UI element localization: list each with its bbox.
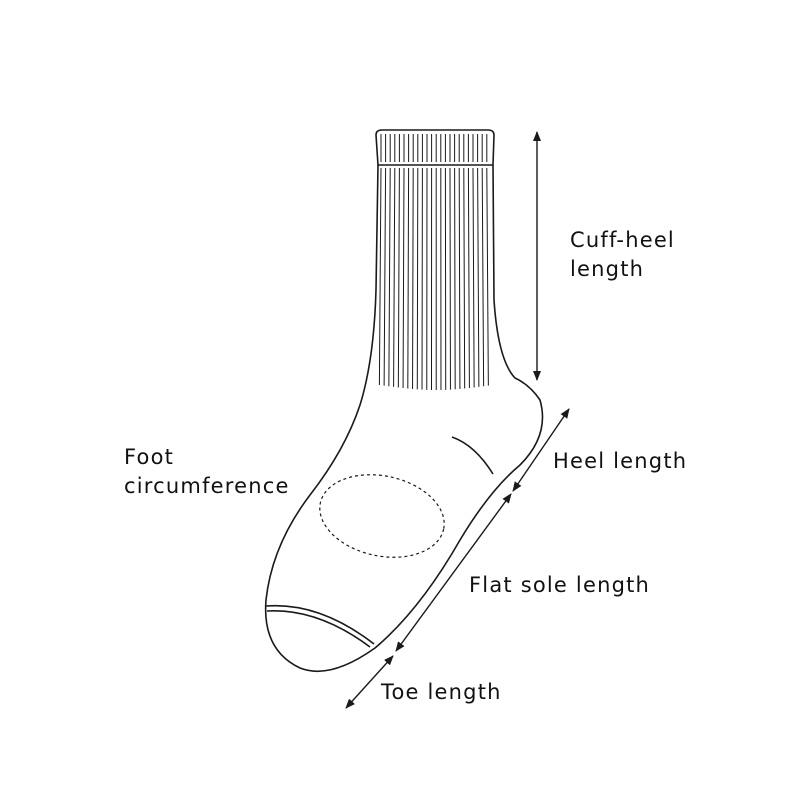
foot-circumference-label: Foot circumference — [124, 443, 290, 501]
cuff-heel-length-label: Cuff-heel length — [570, 226, 675, 284]
label-line: Foot — [124, 445, 175, 469]
heel-length-arrow — [512, 408, 570, 492]
flat-sole-length-label: Flat sole length — [469, 573, 651, 597]
label-line: Cuff-heel — [570, 228, 675, 252]
sock-cuff — [375, 129, 495, 166]
cuff-ribs — [378, 134, 489, 390]
sock-outline — [264, 164, 544, 673]
label-line: circumference — [124, 474, 290, 498]
toe-length-arrow — [345, 655, 394, 709]
heel-seam — [451, 436, 494, 475]
flat-sole-arrow — [395, 493, 512, 652]
toe-length-label: Toe length — [381, 680, 502, 704]
toe-seam — [265, 604, 375, 645]
heel-length-label: Heel length — [553, 449, 688, 473]
foot-circumference-ellipse — [319, 474, 445, 558]
label-line: length — [570, 257, 645, 281]
